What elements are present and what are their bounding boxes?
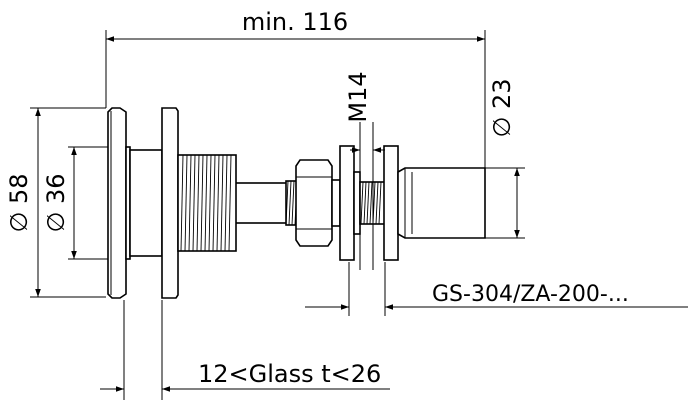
barrel-thread-lines [180,154,232,252]
outer-diameter-dimension: ∅ 58 [5,107,106,298]
inner-flange [161,107,179,299]
thread-line [378,181,382,225]
thread-line [192,154,196,252]
nut-washer [331,179,341,227]
head-diameter-dimension: ∅ 23 [485,78,525,239]
thread-line [291,180,295,226]
thread-line [180,154,184,252]
thread-line [228,154,232,252]
thread-line [212,154,216,252]
washer [353,171,361,235]
thread-label: M14 [344,71,372,122]
glass-thickness-dimension: 12<Glass t<26 [100,300,390,400]
glass-thickness-label: 12<Glass t<26 [198,360,381,388]
overall-length-dimension: min. 116 [105,8,486,168]
clamp-plate-2 [383,145,399,261]
thread-line [216,154,220,252]
thread-line [363,181,367,225]
thread-line [224,154,228,252]
thread-line [285,180,289,226]
thread-line [184,154,188,252]
thread-line [220,154,224,252]
clamp-plate-1 [339,145,355,261]
thread-line [196,154,200,252]
thread-line [375,181,379,225]
thread-line [366,181,370,225]
thread-dimension: M14 [344,71,385,270]
thread-line [188,154,192,252]
fitting-body [107,107,486,299]
thread-line [360,181,364,225]
overall-length-label: min. 116 [242,8,348,36]
inner-diameter-label: ∅ 36 [42,173,70,232]
thread-line [200,154,204,252]
thread-line [208,154,212,252]
outer-diameter-label: ∅ 58 [5,173,33,232]
head-diameter-label: ∅ 23 [488,78,516,137]
hub [129,149,163,257]
part-number-label: GS-304/ZA-200-... [432,282,629,307]
thread-line [288,180,292,226]
hex-nut [295,159,333,247]
thread-line [369,181,373,225]
part-number-dimension: GS-304/ZA-200-... [305,262,688,316]
thread-line [204,154,208,252]
head-cylinder [397,167,486,239]
outer-flange [107,107,127,299]
